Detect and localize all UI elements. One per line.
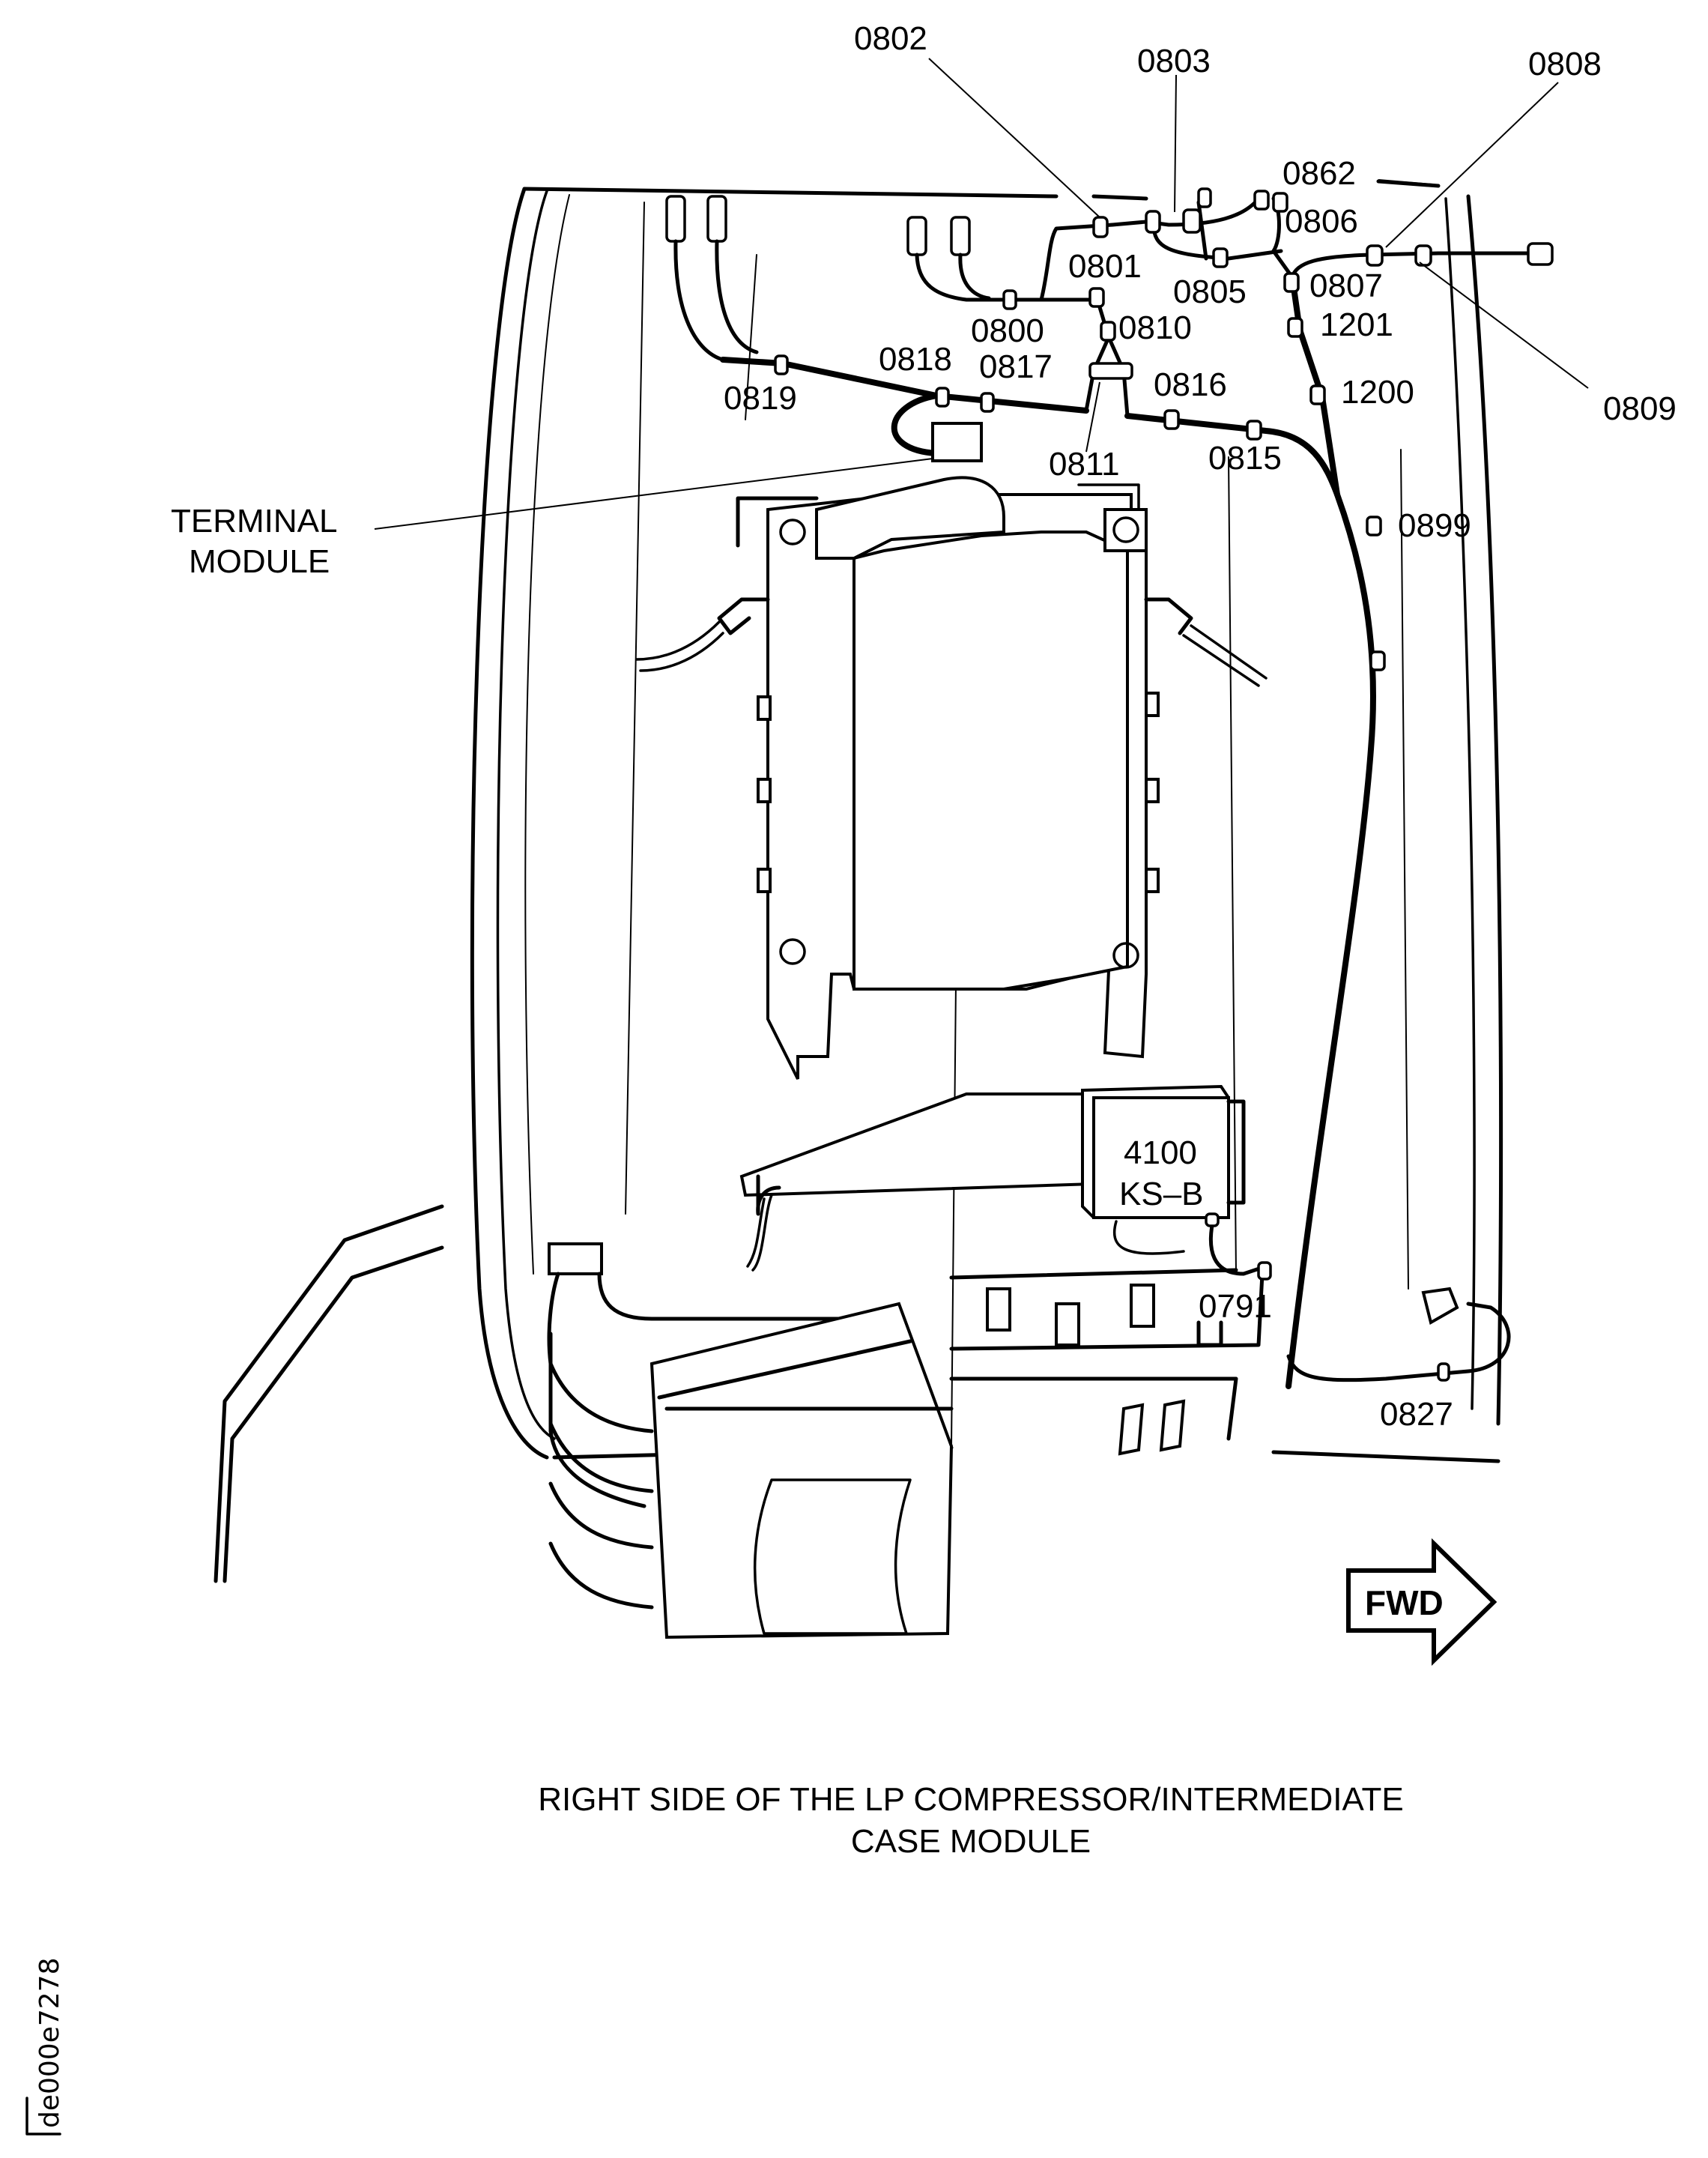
callout-1201: 1201 xyxy=(1320,306,1393,343)
callout-0862: 0862 xyxy=(1282,155,1356,192)
terminal-module-label-line2: MODULE xyxy=(189,543,330,580)
callout-0805: 0805 xyxy=(1173,273,1247,310)
callout-0819: 0819 xyxy=(724,380,797,417)
terminal-module-label-line1: TERMINAL xyxy=(171,503,337,540)
callout-0808: 0808 xyxy=(1528,46,1602,82)
component-box-label-line1: 4100 xyxy=(1124,1134,1197,1171)
callout-0827: 0827 xyxy=(1380,1396,1453,1433)
caption-line2: CASE MODULE xyxy=(851,1823,1091,1860)
arrow-right-icon xyxy=(1346,1538,1497,1666)
fwd-label: FWD xyxy=(1365,1583,1444,1622)
callout-1200: 1200 xyxy=(1341,374,1414,411)
callout-0810: 0810 xyxy=(1118,309,1192,346)
caption-line1: RIGHT SIDE OF THE LP COMPRESSOR/INTERMED… xyxy=(538,1781,1404,1818)
callout-0801: 0801 xyxy=(1068,248,1142,285)
leader-lines xyxy=(374,58,1589,530)
callout-0811: 0811 xyxy=(1049,446,1120,483)
callout-0791: 0791 xyxy=(1199,1288,1272,1325)
callout-0899: 0899 xyxy=(1398,507,1471,544)
callout-0818: 0818 xyxy=(879,341,952,378)
callout-0816: 0816 xyxy=(1154,366,1227,403)
callout-labels: 0802 0803 0808 0862 0806 0801 0805 0807 … xyxy=(171,20,1677,1433)
component-bracket xyxy=(739,1084,1272,1456)
wiring-harness xyxy=(665,187,1554,1389)
figure-identifier: de000e7278 xyxy=(25,1958,65,2136)
electronic-control-unit xyxy=(635,476,1268,1080)
callout-0817: 0817 xyxy=(979,348,1053,385)
callout-0815: 0815 xyxy=(1208,440,1282,477)
callout-0806: 0806 xyxy=(1285,203,1358,240)
callout-0807: 0807 xyxy=(1309,268,1383,304)
callout-0803: 0803 xyxy=(1137,43,1211,79)
component-box-label-line2: KS–B xyxy=(1119,1176,1204,1212)
callout-0802: 0802 xyxy=(854,20,927,57)
forward-direction-arrow: FWD xyxy=(1346,1538,1497,1666)
lower-duct-assembly xyxy=(547,1242,954,1639)
callout-0809: 0809 xyxy=(1603,390,1677,427)
left-strut xyxy=(214,1204,444,1583)
callout-0800: 0800 xyxy=(971,312,1044,349)
figure-id-text: de000e7278 xyxy=(34,1958,65,2128)
figure-caption: RIGHT SIDE OF THE LP COMPRESSOR/INTERMED… xyxy=(538,1781,1404,1860)
